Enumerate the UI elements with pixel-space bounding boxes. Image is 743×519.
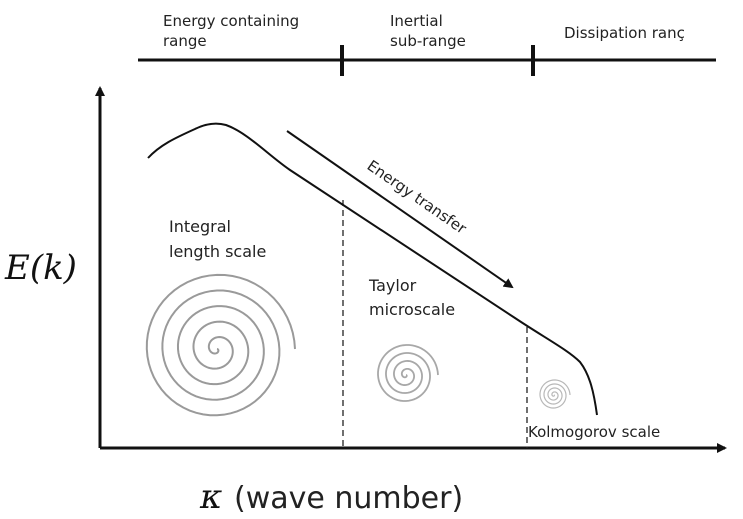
energy-transfer-arrow	[286, 130, 514, 289]
dissipation-range-label: Dissipation ranç	[564, 24, 685, 42]
dissipation-label-clip	[705, 20, 743, 50]
range-bar	[138, 45, 716, 76]
small-eddy-spiral	[539, 379, 571, 409]
medium-eddy-spiral	[377, 344, 439, 402]
inertial-subrange-label: Inertial sub-range	[390, 12, 466, 50]
integral-length-scale-label: Integral length scale	[169, 217, 266, 261]
large-eddy-spiral	[145, 273, 296, 417]
x-axis-label: (wave number)	[234, 481, 463, 516]
y-axis-label: E(k)	[4, 248, 77, 288]
energy-transfer-label: Energy transfer	[364, 156, 471, 238]
kolmogorov-scale-label: Kolmogorov scale	[528, 423, 660, 441]
energy-containing-range-label: Energy containing range	[163, 12, 304, 50]
x-axis-symbol: κ	[199, 477, 222, 517]
energy-spectrum-curve	[147, 122, 598, 416]
taylor-microscale-label: Taylor microscale	[368, 276, 455, 319]
